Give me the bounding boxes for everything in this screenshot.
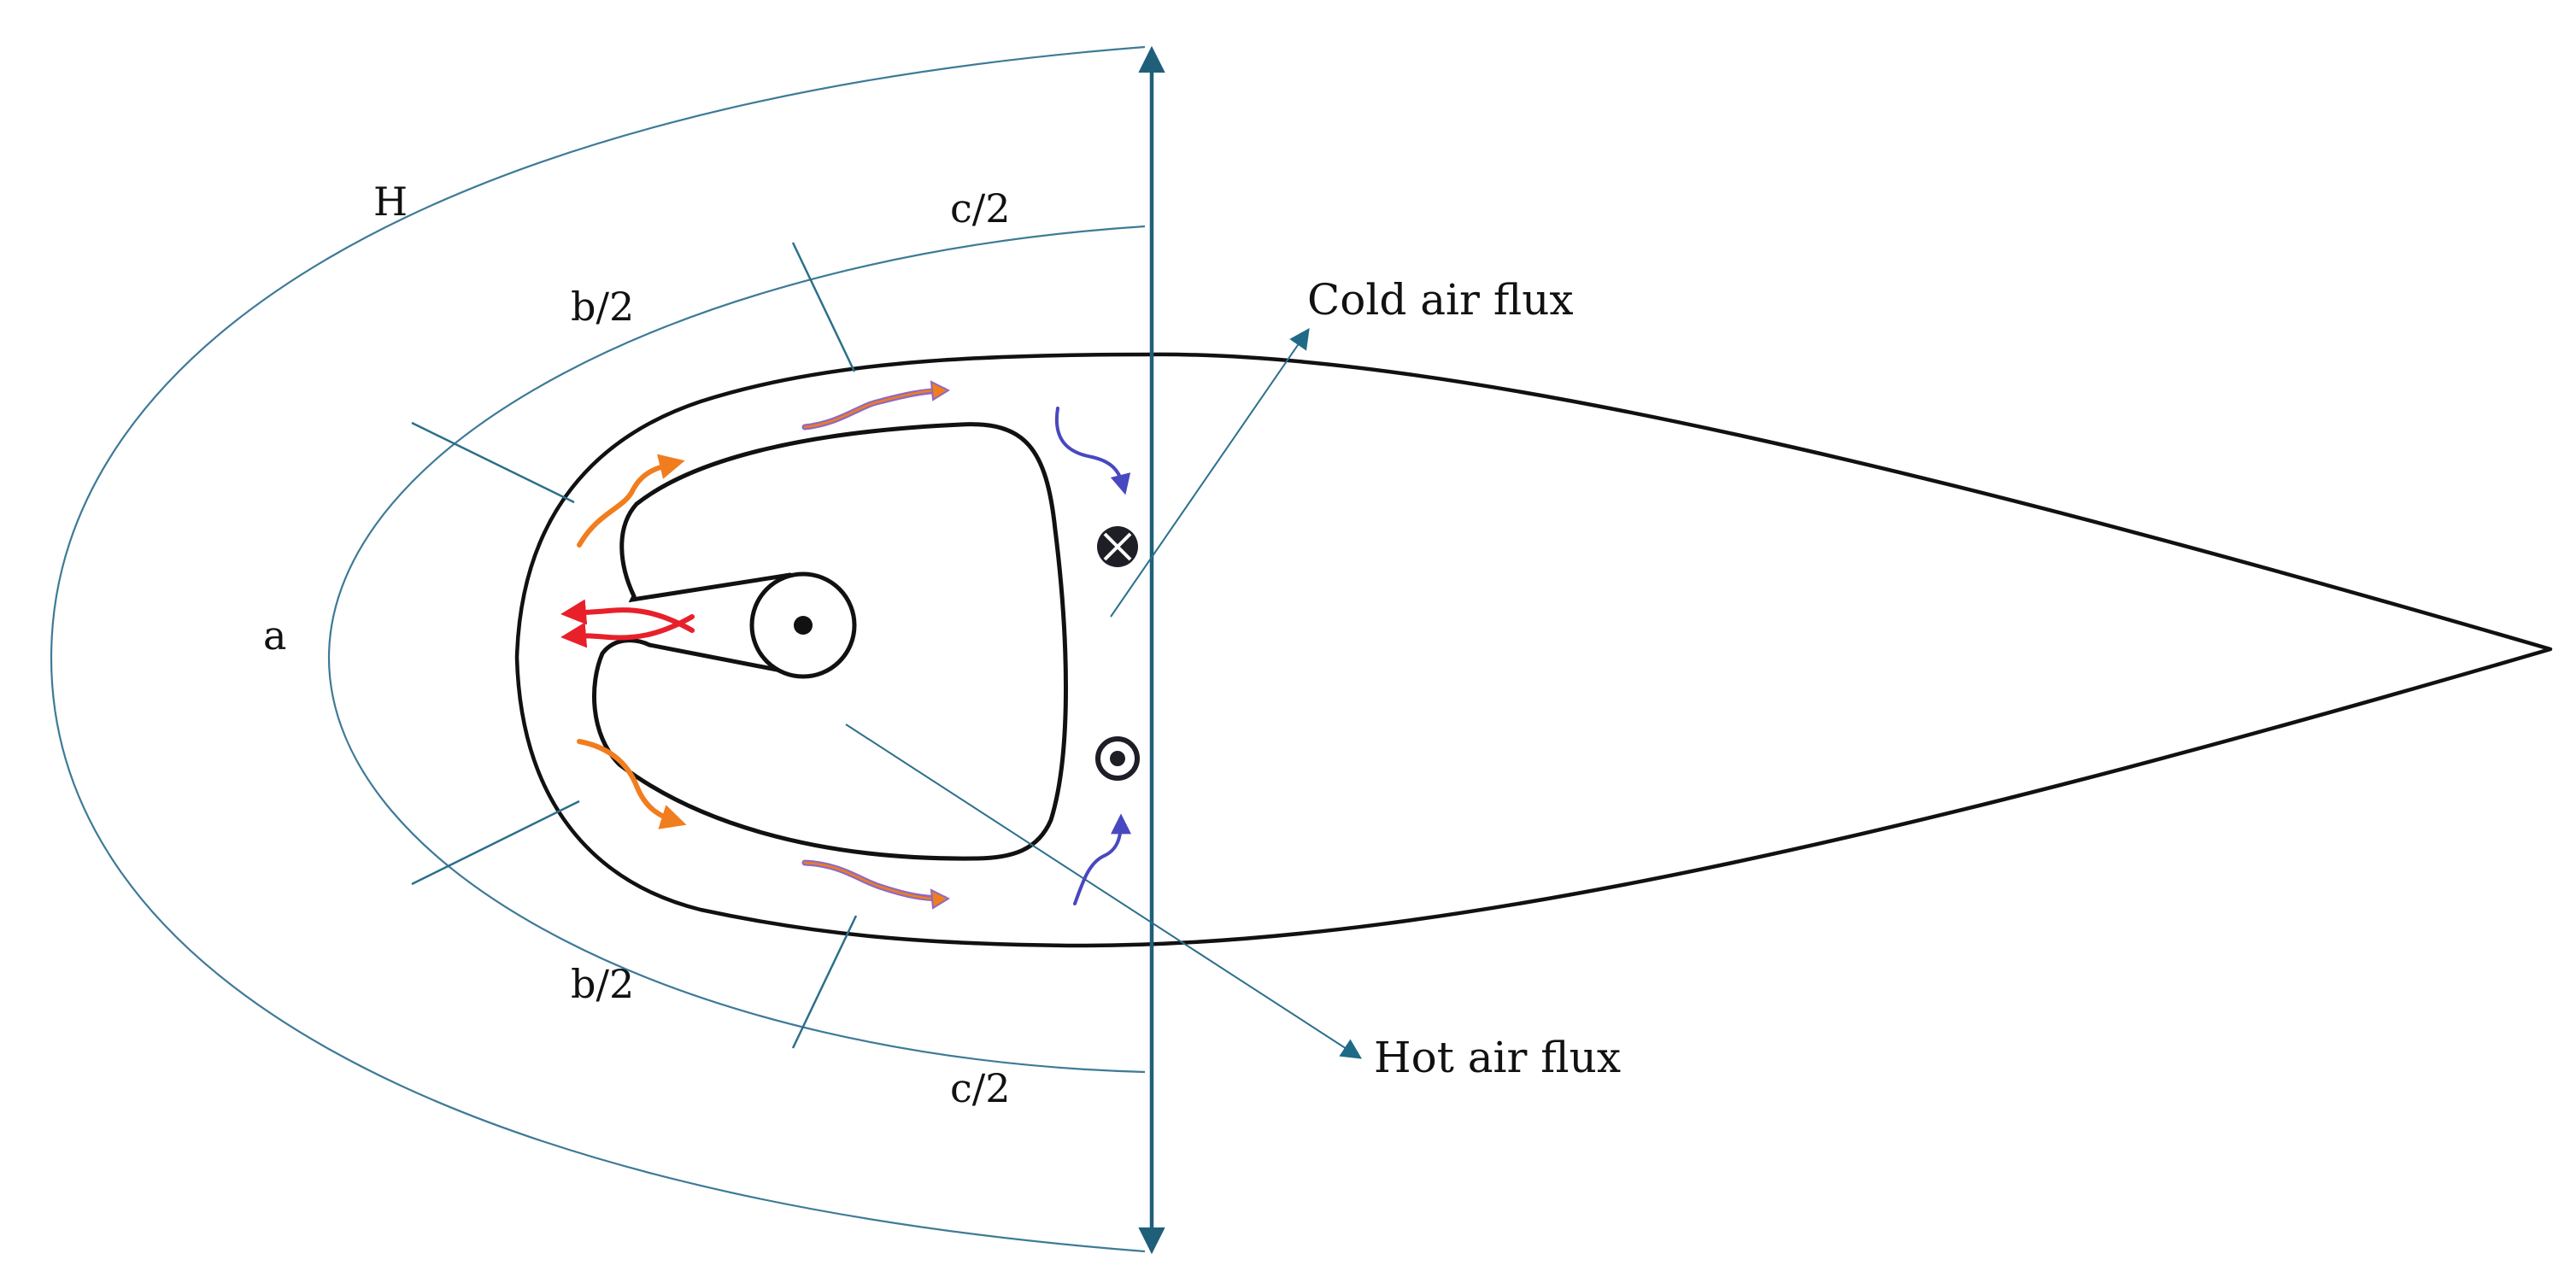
label-h: H — [373, 179, 408, 225]
label-b-half-bottom: b/2 — [571, 961, 634, 1007]
label-cold-air-flux: Cold air flux — [1307, 275, 1574, 325]
orange-flow-arrow-top — [577, 454, 685, 548]
label-hot-air-flux: Hot air flux — [1374, 1033, 1621, 1082]
blue-flow-arrow-top — [1054, 407, 1131, 495]
middle-zone-boundary — [327, 225, 1146, 1074]
wavy-flow-arrow-bottom — [801, 859, 951, 910]
airfoil-outline — [514, 352, 2553, 948]
label-c-half-top: c/2 — [950, 185, 1011, 231]
inner-core-slot-top-edge — [628, 572, 793, 603]
tick-top-c-b — [791, 242, 856, 372]
tick-bottom-a-b — [411, 800, 580, 886]
label-c-half-bottom: c/2 — [950, 1065, 1011, 1111]
shaft-center-dot — [794, 616, 813, 635]
circled-dot-icon — [1095, 736, 1140, 781]
orange-flow-arrow-bottom — [577, 739, 687, 829]
circled-cross-icon — [1097, 526, 1138, 567]
red-flow-arrow-lower — [560, 614, 695, 648]
blue-flow-arrow-bottom — [1073, 813, 1131, 905]
label-b-half-top: b/2 — [571, 284, 634, 330]
tick-top-b-a — [411, 421, 575, 504]
cold-air-flux-leader — [1110, 328, 1310, 618]
inner-core-outline — [591, 422, 1068, 861]
red-flow-arrow-upper — [560, 599, 695, 633]
wavy-flow-arrow-top — [801, 380, 951, 431]
label-a: a — [263, 612, 286, 659]
tick-bottom-b-c — [791, 915, 858, 1049]
outer-zone-boundary-h — [50, 45, 1146, 1253]
hot-air-flux-leader — [845, 724, 1363, 1059]
